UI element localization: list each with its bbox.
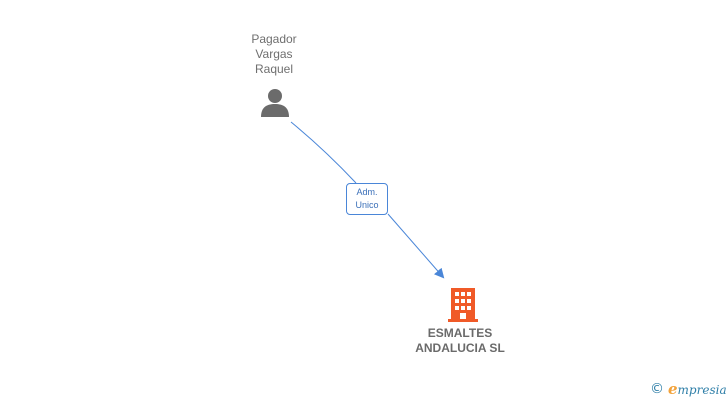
person-name-line-2: Vargas — [255, 47, 293, 61]
relation-label-line-2: Unico — [355, 200, 379, 210]
edge-segment-lower — [387, 213, 445, 279]
copyright-icon: © — [650, 381, 664, 397]
brand-watermark[interactable]: © empresia — [650, 380, 727, 398]
relation-label-line-1: Adm. — [356, 187, 378, 197]
company-name[interactable]: ESMALTES ANDALUCIA SL — [395, 326, 525, 356]
person-icon[interactable] — [259, 88, 291, 118]
person-name[interactable]: Pagador Vargas Raquel — [224, 32, 324, 77]
person-name-line-1: Pagador — [251, 32, 297, 46]
empresia-logo: empresia — [668, 380, 727, 398]
edge-segment-upper — [290, 121, 357, 184]
logo-rest: mpresia — [677, 383, 727, 397]
company-name-line-2: ANDALUCIA SL — [415, 341, 505, 355]
relation-label[interactable]: Adm. Unico — [346, 183, 388, 215]
person-name-line-3: Raquel — [254, 62, 294, 76]
company-name-line-1: ESMALTES — [427, 326, 493, 340]
building-icon[interactable] — [446, 286, 480, 322]
logo-first-letter: e — [668, 380, 678, 398]
